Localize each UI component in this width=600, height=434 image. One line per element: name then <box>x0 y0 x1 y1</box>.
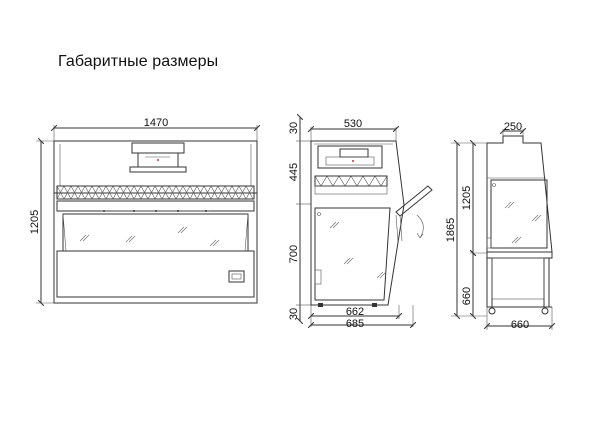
duct-width-label: 250 <box>504 121 522 133</box>
total-height-label: 1865 <box>445 218 457 242</box>
control-panel-box <box>228 270 245 283</box>
stand-view: 250 1865 1205 660 <box>445 121 552 331</box>
caster-right <box>541 307 549 315</box>
front-window <box>62 213 249 252</box>
front-width-label: 1470 <box>144 117 168 129</box>
front-height-dimension: 1205 <box>29 141 54 303</box>
open-sash <box>395 185 433 242</box>
upper-height-label: 445 <box>288 163 300 181</box>
side-fan-housing <box>317 145 383 169</box>
side-body <box>310 140 405 306</box>
caster-left <box>488 307 496 315</box>
duct-width-dimension: 250 <box>503 121 523 143</box>
base-depth-label: 662 <box>346 306 364 318</box>
sash-strip <box>56 200 255 212</box>
stand-height-label: 660 <box>461 287 473 305</box>
side-depth-label: 530 <box>344 118 362 130</box>
rear-foot <box>372 303 377 307</box>
page-title: Габаритные размеры <box>58 53 219 70</box>
stand-height-dimensions: 1865 1205 660 <box>445 143 503 316</box>
filter-band <box>56 185 255 200</box>
side-bottom-dimensions: 662 685 <box>311 305 413 330</box>
side-height-dimensions: 30 445 700 30 <box>288 117 311 321</box>
stand-frame <box>486 251 553 315</box>
bottom-gap-label: 30 <box>288 308 300 320</box>
lower-panel <box>56 250 255 298</box>
stand-width-dimension: 660 <box>487 307 552 331</box>
cabinet-height-label: 1205 <box>461 186 473 210</box>
lower-height-label: 700 <box>288 245 300 263</box>
work-chamber <box>314 207 391 301</box>
stand-window <box>490 179 548 249</box>
side-view: 530 30 445 700 30 <box>288 117 433 330</box>
overall-depth-label: 685 <box>346 318 364 330</box>
stand-cabinet <box>486 135 553 253</box>
top-gap-label: 30 <box>288 122 300 134</box>
fan-unit <box>129 142 187 173</box>
front-height-label: 1205 <box>29 210 41 234</box>
front-view: 1470 1205 <box>29 117 257 303</box>
front-body <box>53 140 258 304</box>
glass-hatch <box>79 226 220 247</box>
front-width-dimension: 1470 <box>54 117 257 141</box>
front-foot <box>318 303 323 307</box>
side-depth-dimension: 530 <box>311 118 396 142</box>
stand-width-label: 660 <box>511 319 529 331</box>
